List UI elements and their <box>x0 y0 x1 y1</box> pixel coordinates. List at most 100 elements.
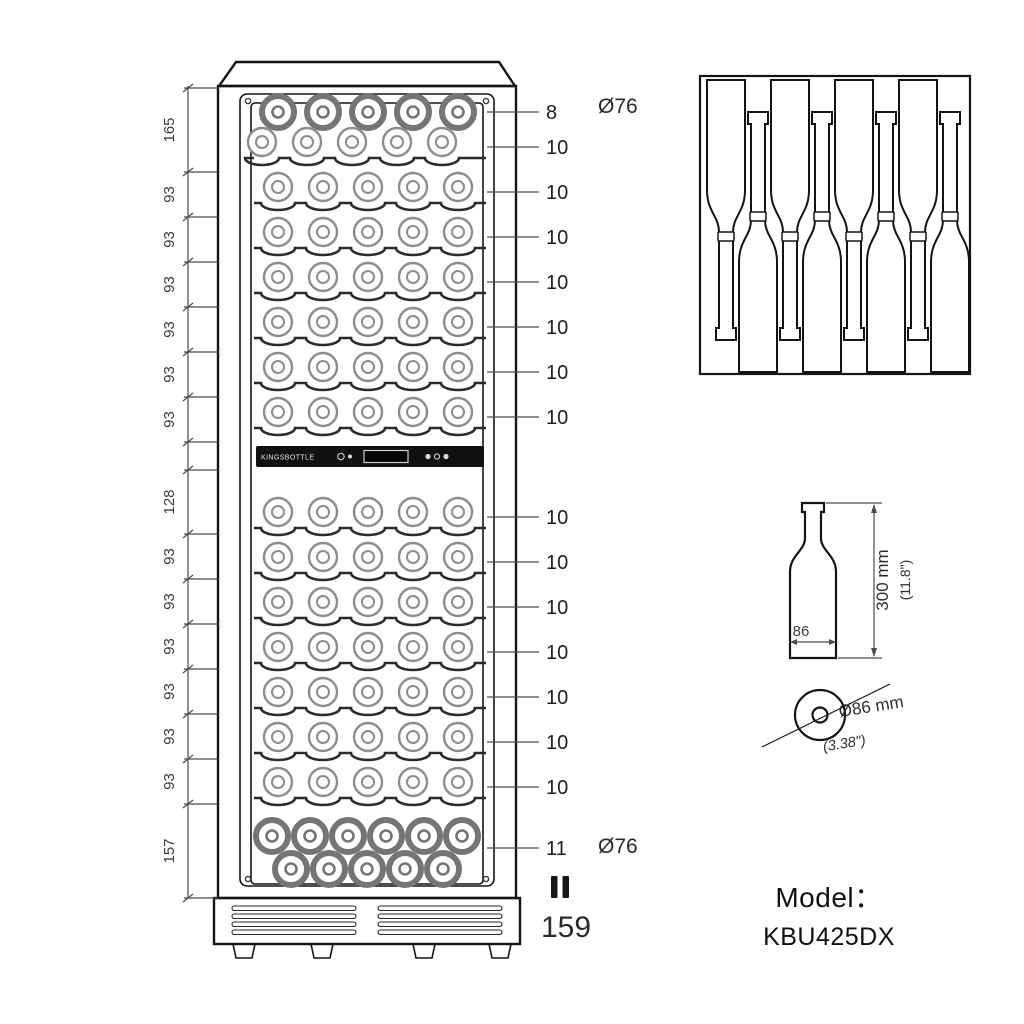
bottle-inner-icon <box>406 775 420 789</box>
bottle-icon <box>262 261 294 293</box>
bottle-inner-icon <box>271 730 285 744</box>
neck-clip-icon <box>749 211 767 222</box>
bottle-inner-icon <box>361 775 375 789</box>
bottle-inner-icon <box>271 505 285 519</box>
panel-button-icon <box>443 453 449 460</box>
shelf-front <box>254 201 486 212</box>
bottle-top-view: Ø86 mm (3.38") <box>761 683 905 756</box>
bottle-icon <box>352 351 384 383</box>
tick-mark <box>182 754 194 764</box>
kick-plate <box>212 896 522 946</box>
tick-mark <box>182 893 194 903</box>
count-label: 10 <box>546 687 568 709</box>
height-inches-label: (11.8") <box>897 560 913 601</box>
bottle-inner-icon <box>361 315 375 329</box>
bottle-icon <box>307 721 339 753</box>
vent-slot <box>377 913 503 920</box>
bottle-inner-icon <box>322 862 336 876</box>
bottle-icon <box>442 396 474 428</box>
count-label: 10 <box>546 317 568 339</box>
tick-mark <box>182 465 194 475</box>
bottle-icon <box>310 850 348 888</box>
bottle-icon <box>442 216 474 248</box>
bottle-icon <box>443 817 481 855</box>
neck-clip-icon <box>781 231 799 242</box>
panel-button-icon <box>425 453 431 460</box>
count-label: 10 <box>546 137 568 159</box>
screw-icon <box>482 97 490 105</box>
count-label: 10 <box>546 777 568 799</box>
bottle-inner-icon <box>271 270 285 284</box>
bottle-inner-icon <box>436 862 450 876</box>
bottle-inner-icon <box>316 105 330 119</box>
bottle-icon <box>397 496 429 528</box>
vent-slot <box>231 921 357 928</box>
bottle-down-icon <box>898 79 938 341</box>
bottle-inner-icon <box>361 505 375 519</box>
bottle-outline <box>788 501 838 660</box>
shelf-front <box>254 381 486 392</box>
tick-mark <box>182 83 194 93</box>
arrow-icon <box>790 639 797 645</box>
bottle-inner-icon <box>435 135 449 149</box>
bottle-inner-icon <box>361 180 375 194</box>
bottle-inner-icon <box>406 270 420 284</box>
panel-button-icon <box>348 454 352 459</box>
bottle-icon <box>307 586 339 618</box>
bottle-inner-icon <box>300 135 314 149</box>
bottle-icon <box>426 126 458 158</box>
bottle-icon <box>304 93 342 131</box>
model-block: Model： KBU425DX <box>763 882 894 951</box>
bottle-icon <box>442 261 474 293</box>
bottle-icon <box>253 817 291 855</box>
bottle-inner-icon <box>271 315 285 329</box>
bottle-inner-icon <box>451 405 465 419</box>
width-label: 86 <box>793 623 810 640</box>
bottle-icon <box>262 171 294 203</box>
count-label: 10 <box>546 362 568 384</box>
bottle-inner-icon <box>379 829 393 843</box>
bottle-inner-icon <box>284 862 298 876</box>
diameter-line <box>761 683 891 748</box>
count-label: 10 <box>546 552 568 574</box>
bottle-icon <box>397 396 429 428</box>
vent-slot <box>231 913 357 920</box>
tick-mark <box>182 664 194 674</box>
bottle-icon <box>394 93 432 131</box>
bottle-inner-icon <box>406 595 420 609</box>
bottle-shelves <box>243 93 486 888</box>
bottle-icon <box>307 496 339 528</box>
bottle-inner-icon <box>451 775 465 789</box>
bottle-inner-icon <box>265 829 279 843</box>
shelf-front <box>254 751 486 762</box>
bottle-icon <box>307 351 339 383</box>
bottle-inner-icon <box>398 862 412 876</box>
panel-button-icon <box>337 452 345 461</box>
tick-mark <box>182 167 194 177</box>
vent-grille <box>231 905 503 936</box>
dimension-label: 128 <box>161 489 178 514</box>
bottle-inner-icon <box>271 685 285 699</box>
bottle-inner-icon <box>361 550 375 564</box>
bottle-icon <box>405 817 443 855</box>
bottle-icon <box>307 216 339 248</box>
bottle-icon <box>352 496 384 528</box>
bottle-inner-icon <box>303 829 317 843</box>
bottle-inner-icon <box>406 360 420 374</box>
bottle-inner-icon <box>316 640 330 654</box>
bottle-icon <box>442 496 474 528</box>
bottle-down-icon <box>834 79 874 341</box>
bottle-inner-icon <box>316 505 330 519</box>
bottle-icon <box>442 766 474 798</box>
shelf-front <box>254 571 486 582</box>
bottle-inner-icon <box>390 135 404 149</box>
dimension-label: 93 <box>161 638 178 655</box>
bottle-inner-icon <box>361 225 375 239</box>
tick-mark <box>182 392 194 402</box>
diameter-inches-label: (3.38") <box>822 733 867 756</box>
bottle-icon <box>367 817 405 855</box>
dimension-label: 93 <box>161 276 178 293</box>
bottle-inner-icon <box>406 315 420 329</box>
